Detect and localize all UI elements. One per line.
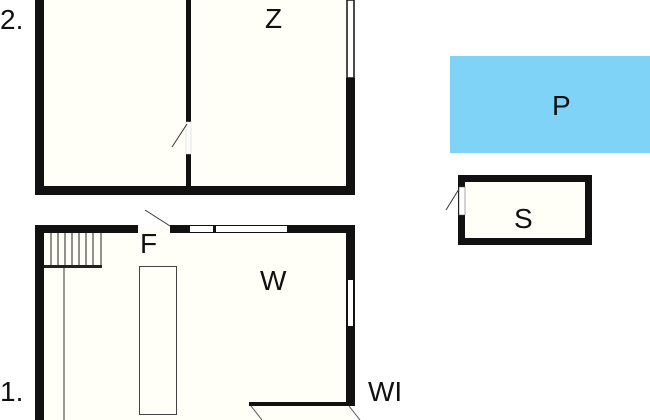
room-label-w: W (260, 265, 287, 296)
staircase (44, 233, 102, 268)
wall (35, 225, 44, 420)
area-label-p: P (552, 90, 571, 121)
window (348, 280, 353, 326)
outbuilding-p: P (450, 56, 650, 153)
door (458, 186, 466, 216)
room-label-wi: WI (368, 376, 402, 407)
window (346, 0, 355, 79)
door-swing (250, 405, 263, 420)
room-label-z: Z (265, 3, 282, 34)
table (139, 266, 177, 415)
door-swing (445, 188, 460, 211)
wall (186, 0, 191, 122)
lower-floor: F W 1. WI (0, 209, 402, 420)
door-swing (348, 405, 361, 420)
wall (249, 402, 355, 406)
upper-floor-area (40, 0, 351, 190)
door (185, 121, 192, 155)
area-label-s: S (514, 203, 533, 234)
wall (35, 225, 138, 233)
room-label-f: F (140, 228, 157, 259)
upper-floor: 2. Z (0, 0, 355, 195)
wall (186, 154, 191, 186)
floor-label-upper: 2. (0, 4, 23, 35)
pool-area (450, 56, 650, 153)
wall (346, 78, 355, 195)
outbuilding-s: S (445, 175, 592, 245)
wall (35, 0, 44, 195)
lower-floor-area (40, 229, 351, 420)
door-swing (171, 123, 188, 148)
floor-label-lower: 1. (0, 376, 23, 407)
window (190, 226, 213, 232)
wall (35, 186, 355, 195)
door-swing (144, 209, 171, 227)
window (216, 226, 287, 232)
